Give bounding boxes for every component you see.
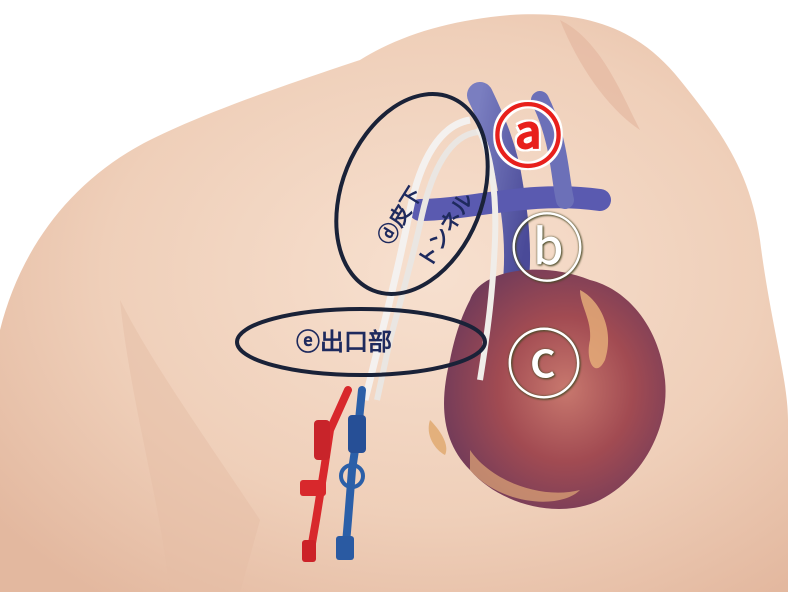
marker-a: ⓐ: [494, 105, 562, 173]
torso: [0, 14, 788, 592]
red-cap: [302, 540, 316, 562]
label-exit-site: ⓔ出口部: [296, 330, 392, 354]
red-hub: [300, 480, 326, 496]
blue-cap: [336, 536, 354, 560]
marker-c: ⓒ: [506, 328, 582, 404]
marker-b: ⓑ: [510, 213, 584, 287]
blue-clamp: [348, 415, 366, 453]
red-clamp: [314, 420, 330, 460]
